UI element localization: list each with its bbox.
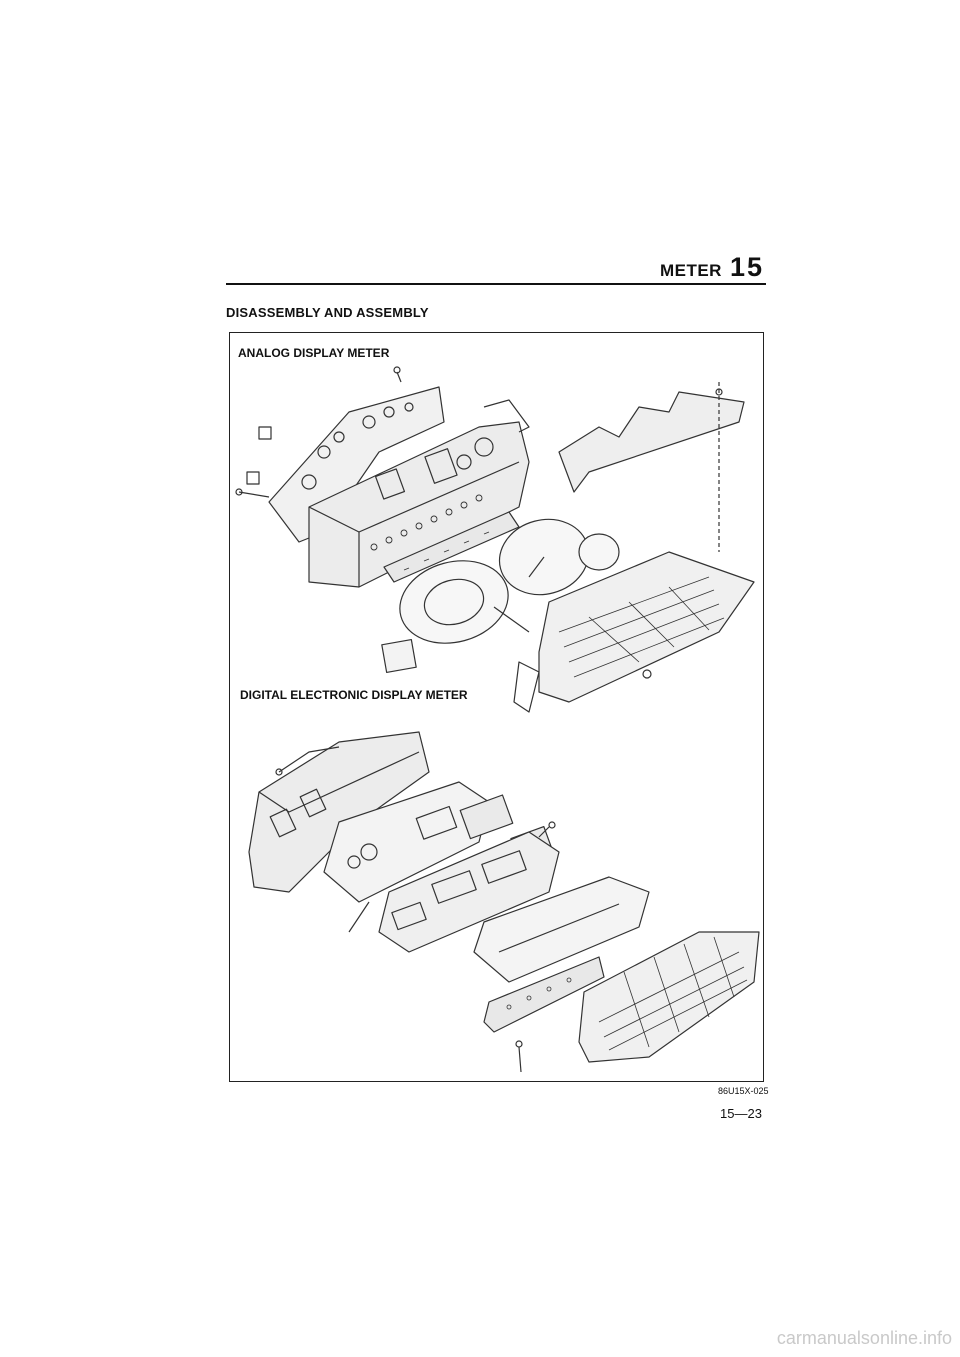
figure-code: 86U15X-025 bbox=[718, 1086, 769, 1096]
section-header: METER 15 bbox=[660, 252, 764, 283]
exploded-view-illustration bbox=[235, 366, 760, 1073]
figure-frame bbox=[229, 332, 764, 1082]
header-rule bbox=[226, 283, 766, 285]
section-word: METER bbox=[659, 261, 722, 280]
section-number: 15 bbox=[729, 252, 764, 282]
label-analog-display-meter: ANALOG DISPLAY METER bbox=[236, 346, 392, 360]
page-number: 15—23 bbox=[720, 1106, 762, 1121]
page-title: DISASSEMBLY AND ASSEMBLY bbox=[226, 305, 429, 320]
label-digital-display-meter: DIGITAL ELECTRONIC DISPLAY METER bbox=[238, 688, 470, 702]
watermark: carmanualsonline.info bbox=[776, 1328, 952, 1348]
